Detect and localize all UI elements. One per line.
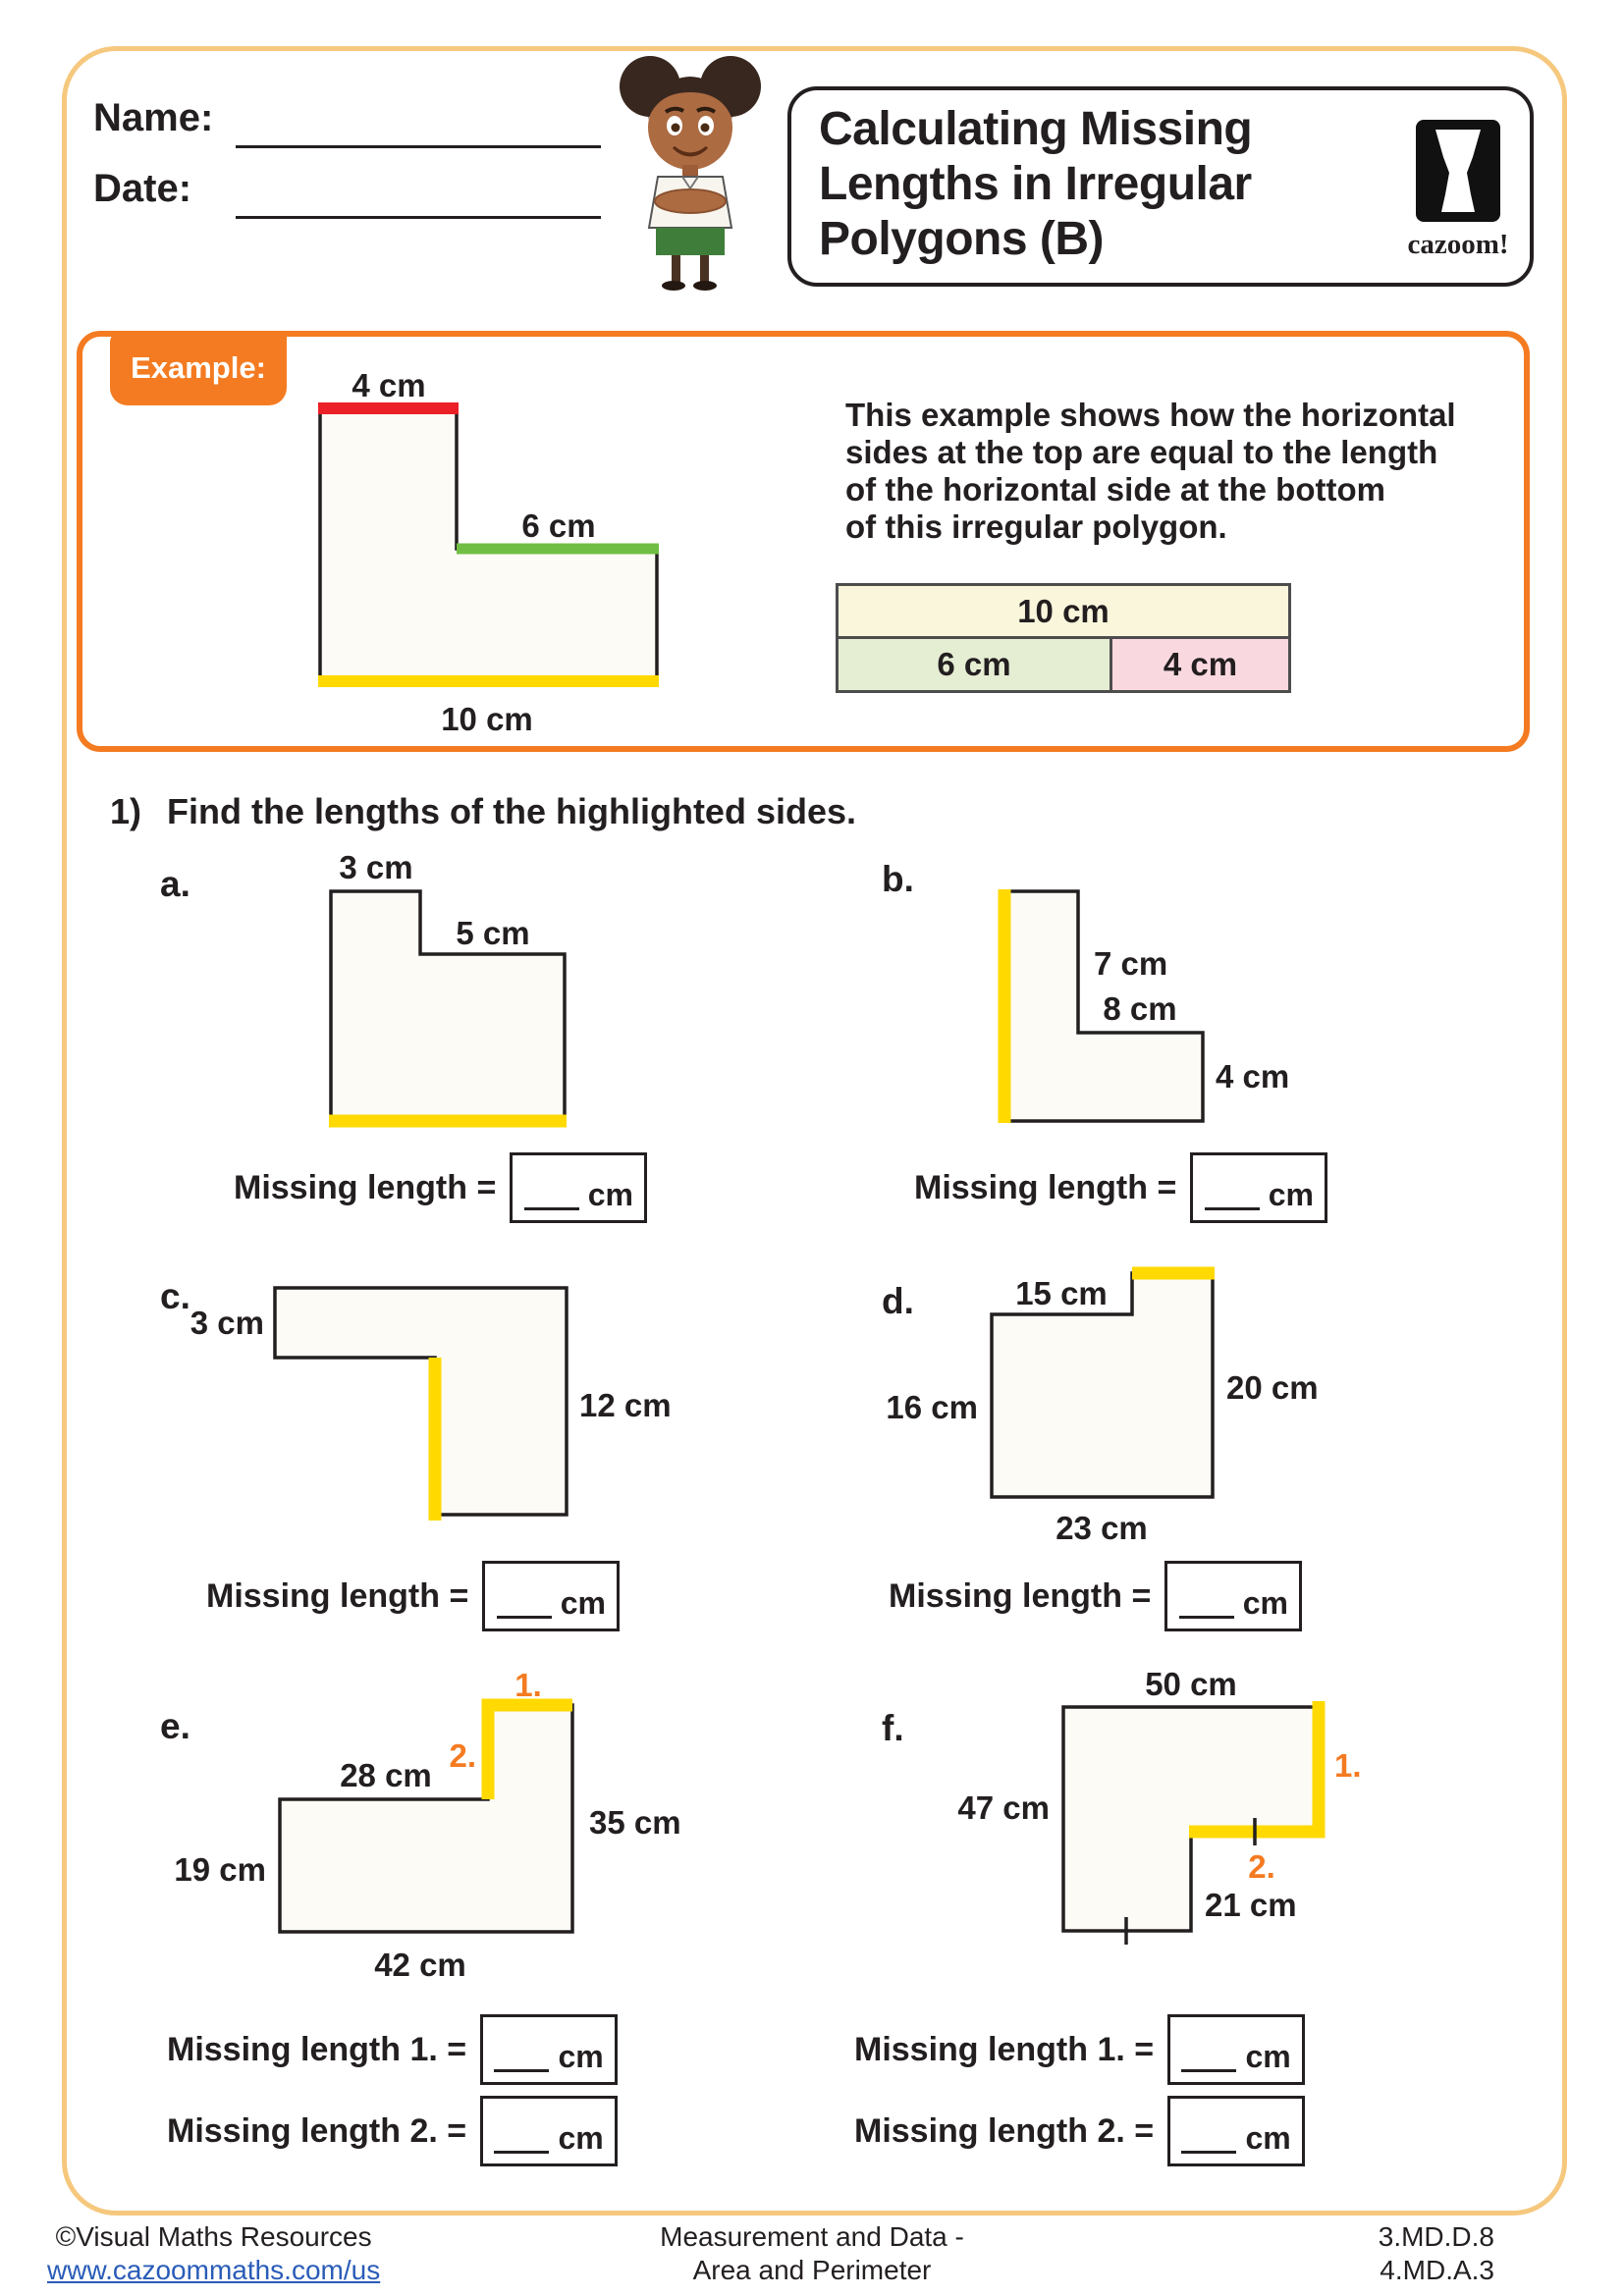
name-field-line[interactable] (236, 145, 601, 148)
answer-box-b[interactable]: cm (1190, 1152, 1328, 1223)
cazoom-logo-icon (1416, 120, 1500, 222)
highlighted-edges (1189, 1701, 1326, 1839)
highlighted-edges (481, 1698, 572, 1799)
answer-row-f1: Missing length 1. = cm (854, 2014, 1306, 2085)
problem-letter-c: c. (160, 1276, 190, 1316)
polygon-b: 7 cm 8 cm 4 cm (998, 889, 1289, 1123)
polygon-d: 15 cm 16 cm 20 cm 23 cm (886, 1266, 1319, 1546)
answer-row-b: Missing length = cm (914, 1152, 1328, 1223)
standard-code: 3.MD.D.8 (1378, 2221, 1494, 2252)
title-box: Calculating Missing Lengths in Irregular… (787, 86, 1534, 287)
website-link[interactable]: www.cazoommaths.com/us (47, 2255, 381, 2285)
missing-marker-1: 1. (1334, 1747, 1362, 1784)
problem-letter-e: e. (160, 1706, 190, 1746)
dimension-label: 20 cm (1226, 1369, 1319, 1406)
polygon-f: 50 cm 1. 2. 21 cm 47 cm (957, 1666, 1362, 1945)
answer-box-e1[interactable]: cm (480, 2014, 619, 2085)
dimension-label: 16 cm (886, 1389, 978, 1425)
dimension-label: 42 cm (374, 1947, 466, 1983)
date-field-line[interactable] (236, 216, 601, 219)
answer-box-f1[interactable]: cm (1167, 2014, 1306, 2085)
answer-blank (1178, 1598, 1234, 1619)
answer-blank (523, 1190, 579, 1210)
dimension-label: 8 cm (1103, 990, 1176, 1027)
missing-marker-1: 1. (514, 1667, 542, 1703)
answer-row-c: Missing length = cm (206, 1561, 621, 1631)
answer-box-f2[interactable]: cm (1167, 2096, 1306, 2166)
dimension-label: 35 cm (589, 1804, 681, 1841)
answer-label: Missing length = (914, 1168, 1177, 1206)
footer-topic: Measurement and Data - Area and Perimete… (660, 2221, 964, 2285)
dimension-label: 10 cm (441, 701, 533, 737)
answer-label: Missing length 1. = (854, 2030, 1155, 2068)
problem-letter-f: f. (882, 1708, 904, 1748)
date-label: Date: (93, 167, 192, 210)
answer-label: Missing length = (206, 1576, 469, 1615)
dimension-label: 23 cm (1056, 1510, 1148, 1546)
footer-standards: 3.MD.D.8 4.MD.A.3 (1379, 2220, 1494, 2287)
answer-label: Missing length = (234, 1168, 497, 1206)
answer-row-d: Missing length = cm (889, 1561, 1303, 1631)
footer-credit: ©Visual Maths Resources www.cazoommaths.… (47, 2220, 380, 2287)
problem-letter-a: a. (160, 864, 190, 904)
answer-box-a[interactable]: cm (510, 1152, 648, 1223)
example-polygon: 4 cm 6 cm 10 cm (318, 367, 659, 737)
dimension-label: 3 cm (339, 849, 412, 885)
dimension-label: 21 cm (1205, 1887, 1297, 1923)
cazoom-logo-text: cazoom! (1407, 229, 1509, 260)
cazoom-logo: cazoom! (1404, 120, 1512, 261)
dimension-label: 5 cm (456, 915, 529, 951)
answer-blank (1181, 2133, 1237, 2154)
dimension-label: 47 cm (957, 1789, 1050, 1826)
polygon-e: 1. 2. 28 cm 35 cm 19 cm 42 cm (174, 1667, 681, 1983)
problem-letter-b: b. (882, 859, 914, 899)
dimension-label: 50 cm (1145, 1666, 1237, 1702)
bar-left: 6 cm (836, 636, 1112, 693)
dimension-label: 3 cm (190, 1305, 264, 1341)
student-illustration (620, 56, 761, 291)
question-number: 1) (110, 791, 142, 831)
example-tab: Example: (110, 331, 287, 405)
dimension-label: 4 cm (1216, 1058, 1289, 1095)
example-description: This example shows how the horizontal si… (845, 397, 1456, 545)
question-prompt: Find the lengths of the highlighted side… (167, 791, 856, 831)
name-label: Name: (93, 96, 214, 139)
missing-marker-2: 2. (449, 1737, 476, 1774)
answer-box-d[interactable]: cm (1164, 1561, 1303, 1631)
answer-row-e2: Missing length 2. = cm (167, 2096, 619, 2166)
missing-marker-2: 2. (1248, 1848, 1275, 1885)
dimension-label: 12 cm (579, 1387, 672, 1423)
answer-blank (496, 1598, 552, 1619)
answer-row-e1: Missing length 1. = cm (167, 2014, 619, 2085)
answer-blank (1204, 1190, 1260, 1210)
example-bar-model: 10 cm 6 cm 4 cm (836, 583, 1291, 693)
bar-total: 10 cm (836, 583, 1291, 639)
answer-row-f2: Missing length 2. = cm (854, 2096, 1306, 2166)
example-box: Example: This example shows how the hori… (77, 331, 1530, 752)
dimension-label: 28 cm (340, 1757, 432, 1793)
dimension-label: 4 cm (352, 367, 425, 403)
polygon-a: 3 cm 5 cm (329, 849, 567, 1128)
answer-label: Missing length 1. = (167, 2030, 467, 2068)
dimension-label: 7 cm (1094, 945, 1167, 982)
answer-label: Missing length = (889, 1576, 1152, 1615)
polygon-c: 3 cm 12 cm (190, 1286, 672, 1521)
answer-blank (494, 2133, 550, 2154)
answer-blank (494, 2052, 550, 2072)
answer-label: Missing length 2. = (854, 2111, 1155, 2150)
answer-row-a: Missing length = cm (234, 1152, 648, 1223)
standard-code: 4.MD.A.3 (1380, 2255, 1494, 2285)
dimension-label: 15 cm (1015, 1275, 1108, 1311)
question-heading: 1) Find the lengths of the highlighted si… (110, 791, 882, 832)
bar-right: 4 cm (1110, 636, 1291, 693)
answer-box-c[interactable]: cm (482, 1561, 621, 1631)
copyright-text: ©Visual Maths Resources (55, 2221, 372, 2252)
problem-letter-d: d. (882, 1281, 914, 1321)
answer-label: Missing length 2. = (167, 2111, 467, 2150)
answer-box-e2[interactable]: cm (480, 2096, 619, 2166)
dimension-label: 19 cm (174, 1851, 266, 1888)
answer-blank (1181, 2052, 1237, 2072)
worksheet-title: Calculating Missing Lengths in Irregular… (819, 103, 1253, 265)
dimension-label: 6 cm (521, 507, 595, 544)
